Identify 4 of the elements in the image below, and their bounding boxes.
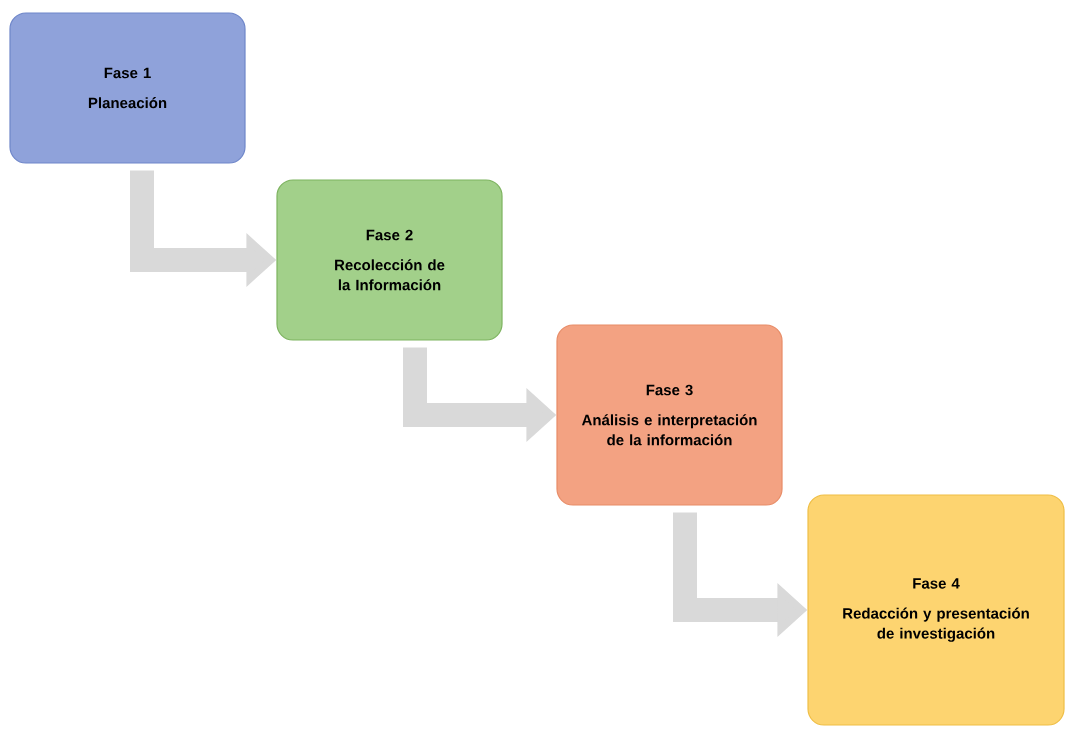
phase-box: Fase 2 Recolección de la Información (276, 179, 503, 341)
phase-box: Fase 4 Redacción y presentación de investigación (807, 494, 1065, 726)
phase-box: Fase 1 Planeación (9, 12, 246, 164)
phase-box: Fase 3 Análisis e interpretación de la información (556, 324, 783, 506)
